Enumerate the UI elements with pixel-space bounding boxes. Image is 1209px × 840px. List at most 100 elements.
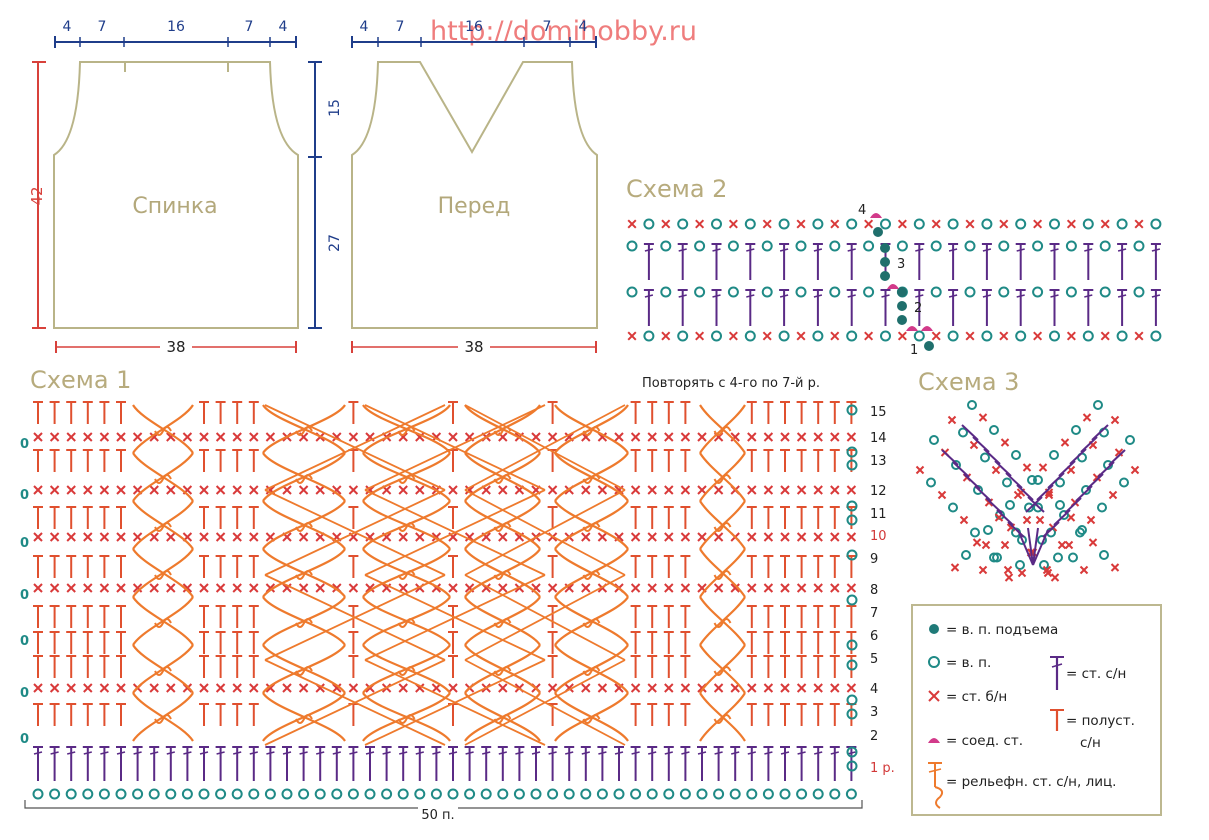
x-stitch-stroke — [116, 683, 126, 693]
x-stitch-icon — [83, 485, 93, 495]
hdc-stitch-icon — [663, 555, 674, 578]
dc-stitch-icon — [597, 746, 608, 781]
dc-stitch-icon — [248, 746, 259, 781]
x-stitch-icon — [564, 583, 574, 593]
chain-circle-icon — [397, 788, 409, 800]
step-label: 4 — [858, 203, 866, 218]
chain-circle-icon — [1005, 500, 1015, 510]
hdc-stitch-icon — [547, 605, 558, 628]
x-stitch-icon — [1134, 331, 1144, 341]
hdc-stitch-icon — [82, 605, 93, 628]
chain-circle-icon — [215, 788, 227, 800]
dc-bar — [664, 751, 673, 755]
chain-circle-icon — [115, 788, 127, 800]
x-stitch-stroke — [498, 485, 508, 495]
chain-circle-icon — [981, 218, 993, 230]
chain-circle-icon — [165, 788, 177, 800]
hdc-stitch-icon — [33, 605, 43, 628]
x-stitch-stroke — [1100, 331, 1110, 341]
x-stitch-stroke — [348, 583, 359, 593]
x-stitch-stroke — [1066, 219, 1076, 229]
x-stitch-icon — [647, 432, 657, 442]
x-stitch-icon — [49, 432, 60, 442]
hdc-stitch-icon — [82, 655, 93, 678]
x-stitch-stroke — [780, 683, 790, 693]
x-stitch-icon — [846, 583, 857, 593]
x-stitch-stroke — [978, 565, 988, 575]
svg-text:38: 38 — [464, 338, 483, 356]
x-stitch-stroke — [1060, 438, 1070, 447]
x-stitch-icon — [664, 683, 674, 693]
x-stitch-stroke — [132, 583, 143, 593]
x-stitch-stroke — [647, 432, 657, 442]
hdc-stitch-icon — [199, 655, 209, 678]
x-stitch-stroke — [166, 583, 176, 593]
dc-bar — [644, 248, 654, 252]
x-stitch-icon — [298, 583, 309, 593]
x-stitch-stroke — [199, 532, 209, 542]
x-stitch-stroke — [464, 432, 475, 442]
x-stitch-icon — [547, 432, 558, 442]
x-stitch-stroke — [1114, 448, 1124, 457]
hdc-stitch-icon — [232, 401, 243, 424]
x-stitch-stroke — [66, 432, 76, 442]
x-stitch-stroke — [796, 683, 807, 693]
relief-stitch-hook — [582, 426, 601, 436]
dc-bar — [183, 751, 192, 755]
x-stitch-stroke — [1066, 331, 1076, 341]
repeat-note: Повторять с 4-го по 7-й р. — [642, 376, 820, 391]
x-stitch-icon — [597, 683, 608, 693]
hdc-stitch-icon — [680, 506, 691, 529]
chain-circle-icon — [998, 286, 1010, 298]
chain-circle-icon — [513, 788, 525, 800]
x-stitch-stroke — [348, 485, 359, 495]
relief-stitch-hook — [154, 714, 172, 724]
hdc-stitch-icon — [348, 449, 359, 472]
x-stitch-icon — [796, 532, 807, 542]
hdc-stitch-icon — [829, 449, 840, 472]
hdc-stitch-icon — [248, 449, 259, 472]
hdc-stitch-icon — [763, 631, 774, 654]
top-dimension-back: 4 7 16 7 4 — [54, 19, 297, 48]
dc-stitch-icon — [481, 746, 492, 781]
x-stitch-stroke — [597, 432, 608, 442]
x-stitch-stroke — [249, 683, 259, 693]
hdc-stitch-icon — [116, 506, 126, 529]
svg-text:= ст. с/н: = ст. с/н — [1066, 666, 1126, 682]
chain-circle-icon — [1099, 240, 1111, 252]
x-stitch-icon — [49, 485, 60, 495]
zero-marker: 0 — [20, 488, 29, 503]
teal-dot-icon — [924, 341, 934, 351]
x-stitch-stroke — [415, 432, 425, 442]
zero-marker: 0 — [20, 686, 29, 701]
chain-circle-icon — [762, 788, 774, 800]
chain-circle-icon — [961, 550, 971, 560]
hdc-stitch-icon — [846, 605, 857, 628]
relief-stitch-hook — [397, 666, 416, 676]
chain-circle-icon — [829, 286, 841, 298]
dc-bar — [1117, 248, 1127, 252]
x-stitch-stroke — [498, 583, 508, 593]
x-stitch-icon — [713, 532, 724, 542]
dc-stitch-icon — [1049, 289, 1060, 326]
chain-circle-icon — [846, 218, 858, 230]
x-stitch-icon — [282, 683, 292, 693]
dc-bar — [233, 751, 242, 755]
x-stitch-stroke — [1100, 219, 1110, 229]
relief-stitch-hook — [397, 714, 416, 724]
x-stitch-stroke — [1110, 563, 1120, 572]
x-stitch-icon — [547, 583, 558, 593]
x-stitch-stroke — [33, 432, 43, 442]
chain-circle-icon — [430, 788, 442, 800]
x-stitch-icon — [1004, 573, 1014, 582]
x-stitch-stroke — [813, 683, 823, 693]
dc-bar — [50, 751, 59, 755]
x-stitch-stroke — [448, 485, 458, 495]
hdc-stitch-icon — [99, 401, 110, 424]
x-stitch-stroke — [969, 440, 979, 450]
x-stitch-stroke — [730, 583, 740, 593]
x-stitch-icon — [66, 532, 76, 542]
hdc-stitch-icon — [33, 449, 43, 472]
hdc-stitch-icon — [780, 605, 790, 628]
